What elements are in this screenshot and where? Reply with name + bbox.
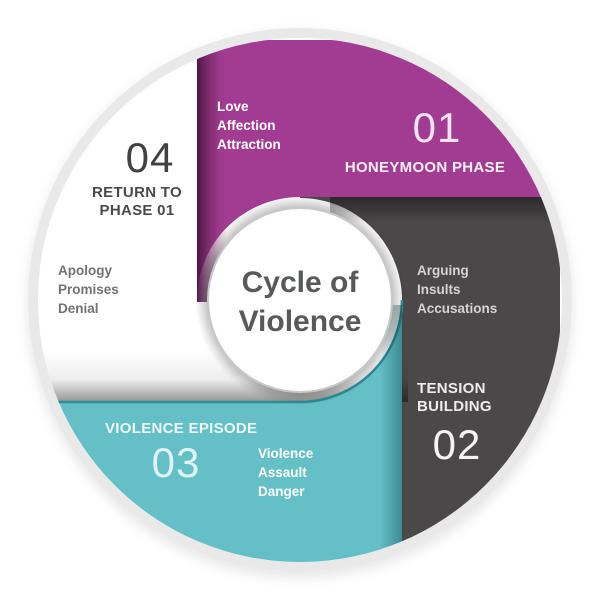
center-circle <box>207 207 393 393</box>
phase-04-name-line: RETURN TO <box>92 184 182 201</box>
phase-01-name: HONEYMOON PHASE <box>344 159 506 176</box>
phase-01-item: Love <box>217 99 249 114</box>
phase-01-items: Love Affection Attraction <box>217 97 281 154</box>
phase-03-number: 03 <box>151 439 201 486</box>
phase-02-name: TENSION BUILDING <box>417 380 492 415</box>
diagram-title-line1: Cycle of <box>241 266 359 299</box>
phase-03-items: Violence Assault Danger <box>258 444 313 501</box>
phase-03-name: VIOLENCE EPISODE <box>105 420 258 437</box>
phase-02-items: Arguing Insults Accusations <box>417 261 497 318</box>
phase-02-name-line: BUILDING <box>417 397 492 415</box>
phase-01-number: 01 <box>412 104 462 151</box>
phase-04-item: Promises <box>58 282 119 297</box>
phase-03-item: Assault <box>258 465 307 480</box>
phase-02-item: Arguing <box>417 263 469 278</box>
phase-04-item: Apology <box>58 263 112 278</box>
phase-04-name: RETURN TO PHASE 01 <box>92 184 182 220</box>
phase-04-item: Denial <box>58 301 99 316</box>
phase-02-item: Insults <box>417 282 461 297</box>
segment-tension-top-shadow <box>330 197 560 223</box>
phase-04-items: Apology Promises Denial <box>58 261 119 318</box>
phase-02-number: 02 <box>432 421 482 468</box>
diagram-title: Cycle of Violence <box>239 263 362 341</box>
phase-04-name-line: PHASE 01 <box>99 202 175 219</box>
phase-03-item: Violence <box>258 446 314 461</box>
segment-violence-right-fold <box>380 305 402 562</box>
segment-honeymoon <box>197 40 560 300</box>
diagram-title-line2: Violence <box>238 305 362 338</box>
phase-01-item: Attraction <box>217 137 281 152</box>
phase-04-number: 04 <box>125 134 175 181</box>
phase-01-item: Affection <box>217 118 276 133</box>
phase-02-name-line: TENSION <box>417 380 486 397</box>
phase-03-item: Danger <box>258 484 305 499</box>
phase-02-item: Accusations <box>417 301 498 316</box>
